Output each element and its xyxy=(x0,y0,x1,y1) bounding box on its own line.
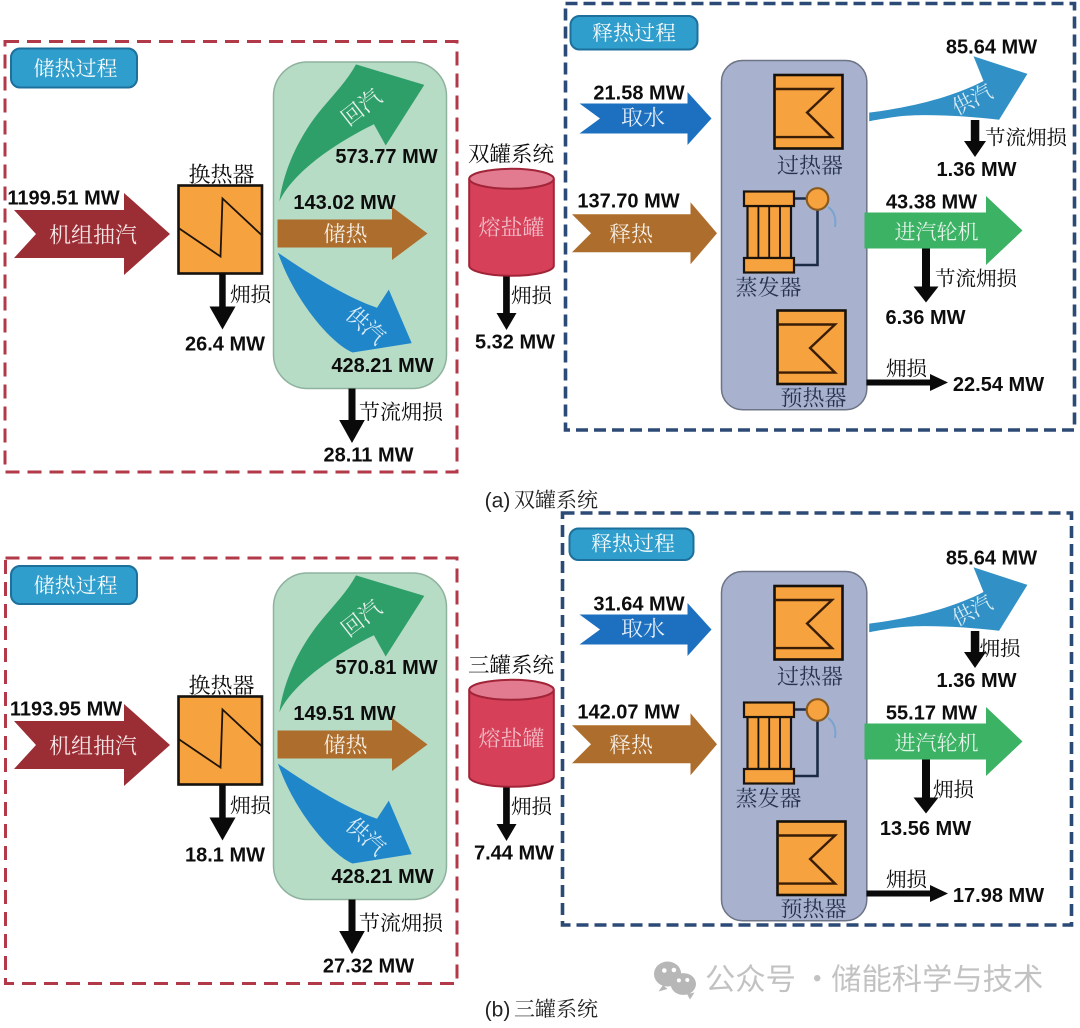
svg-text:143.02 MW: 143.02 MW xyxy=(293,192,395,214)
svg-text:428.21 MW: 428.21 MW xyxy=(331,355,433,377)
svg-text:428.21 MW: 428.21 MW xyxy=(331,866,433,888)
svg-text:18.1 MW: 18.1 MW xyxy=(185,845,265,867)
svg-text:(a): (a) xyxy=(485,490,511,513)
svg-text:1193.95 MW: 1193.95 MW xyxy=(10,699,122,721)
svg-text:13.56 MW: 13.56 MW xyxy=(880,818,971,840)
svg-text:21.58 MW: 21.58 MW xyxy=(593,83,684,105)
svg-text:27.32 MW: 27.32 MW xyxy=(323,956,414,978)
svg-text:26.4 MW: 26.4 MW xyxy=(185,334,265,356)
svg-text:22.54 MW: 22.54 MW xyxy=(953,374,1044,396)
svg-text:137.70 MW: 137.70 MW xyxy=(577,191,679,213)
svg-text:17.98 MW: 17.98 MW xyxy=(953,885,1044,907)
svg-text:1.36 MW: 1.36 MW xyxy=(936,159,1016,181)
svg-text:28.11 MW: 28.11 MW xyxy=(323,445,413,467)
svg-text:1199.51 MW: 1199.51 MW xyxy=(7,188,119,210)
svg-text:149.51 MW: 149.51 MW xyxy=(293,703,395,725)
svg-text:1.36 MW: 1.36 MW xyxy=(936,670,1016,692)
svg-text:85.64 MW: 85.64 MW xyxy=(946,37,1037,59)
svg-text:85.64 MW: 85.64 MW xyxy=(946,548,1037,570)
svg-text:7.44 MW: 7.44 MW xyxy=(474,843,554,865)
svg-text:(b): (b) xyxy=(485,999,511,1022)
svg-text:55.17 MW: 55.17 MW xyxy=(886,703,977,725)
svg-text:142.07 MW: 142.07 MW xyxy=(577,702,679,724)
svg-text:31.64 MW: 31.64 MW xyxy=(593,594,684,616)
svg-text:43.38 MW: 43.38 MW xyxy=(886,192,977,214)
svg-text:5.32 MW: 5.32 MW xyxy=(475,332,555,354)
svg-text:6.36 MW: 6.36 MW xyxy=(885,307,965,329)
svg-text:573.77 MW: 573.77 MW xyxy=(335,146,437,168)
svg-text:570.81 MW: 570.81 MW xyxy=(335,657,437,679)
